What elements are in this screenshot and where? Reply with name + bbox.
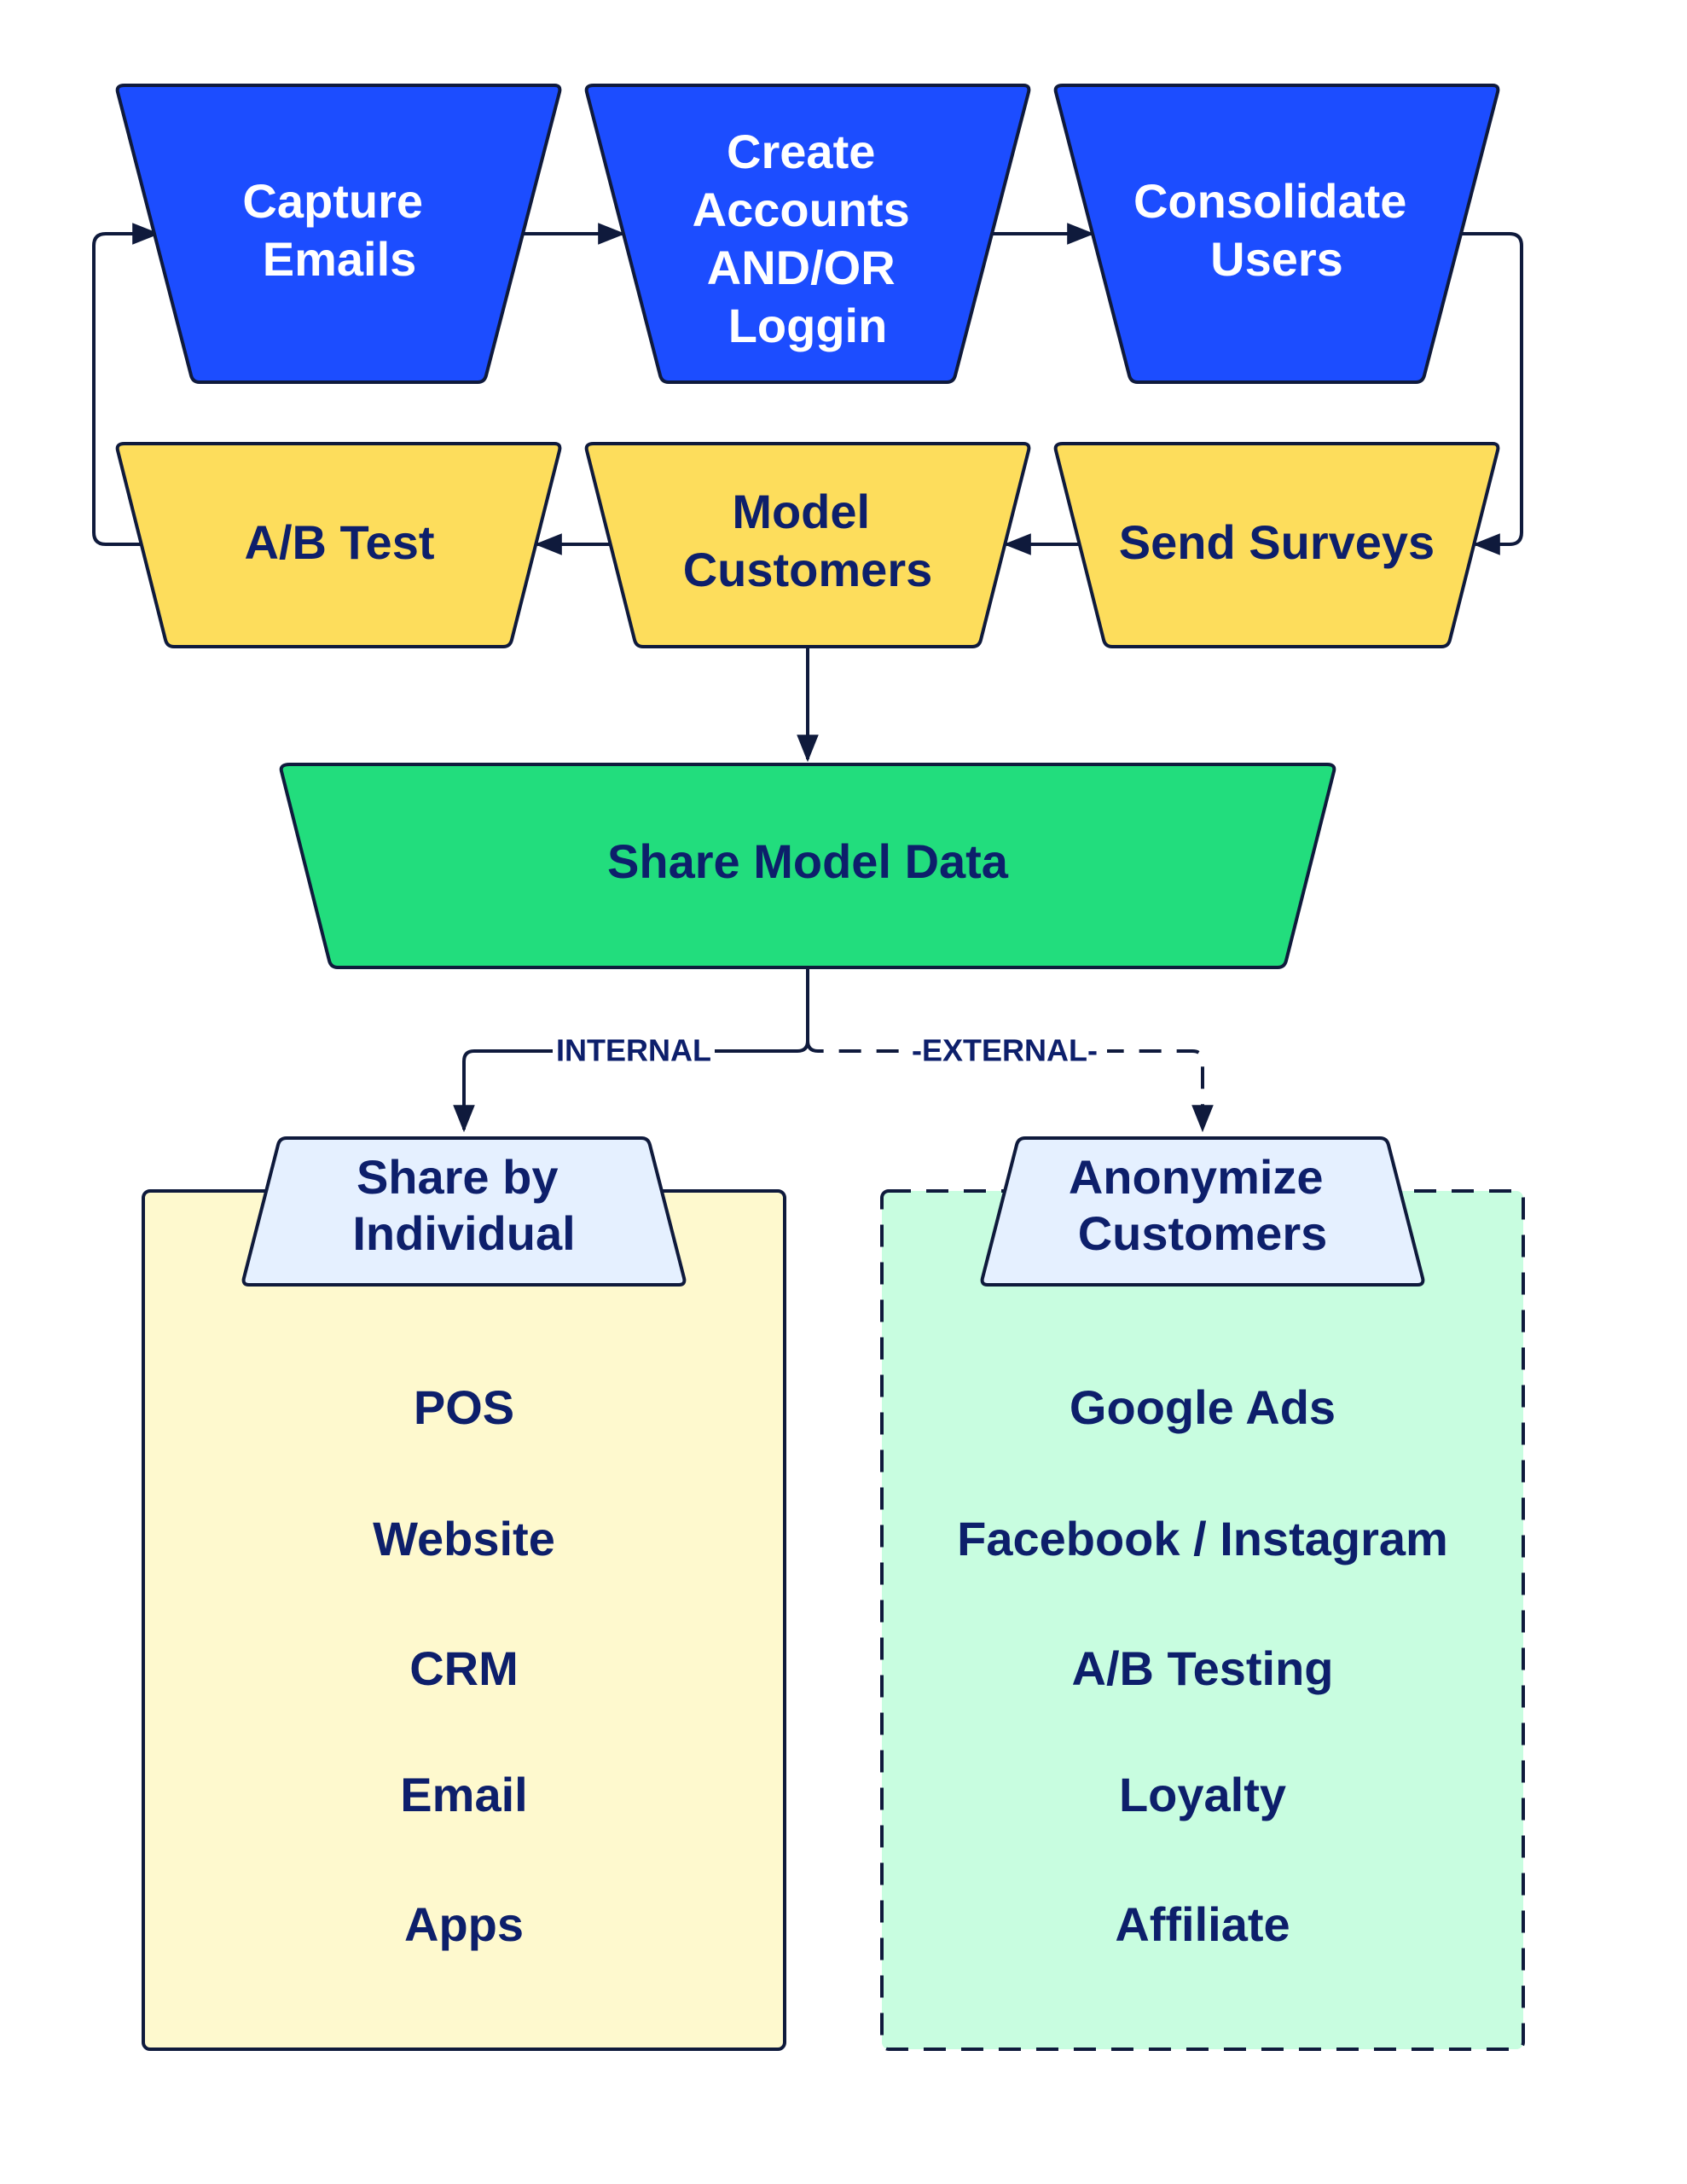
node-consolidate-users: Consolidate Users (1053, 84, 1500, 384)
node-share-by-individual: Share by Individual (241, 1136, 687, 1287)
node-send-surveys-label: Send Surveys (1119, 515, 1435, 569)
edge-abtest-to-capture (92, 223, 160, 546)
node-capture-emails-label: Capture Emails (242, 174, 436, 286)
node-model-customers-label: Model Customers (683, 485, 933, 596)
edge-external (806, 1040, 1214, 1133)
external-channel-list: Google Ads Facebook / Instagram A/B Test… (957, 1380, 1448, 1951)
internal-item-crm: CRM (409, 1641, 519, 1695)
internal-item-website: Website (373, 1512, 555, 1565)
internal-item-email: Email (400, 1768, 527, 1821)
internal-item-pos: POS (414, 1380, 514, 1434)
node-anonymize-customers: Anonymize Customers (980, 1136, 1425, 1287)
edge-consolidate-to-surveys (1460, 232, 1523, 555)
external-item-google-ads: Google Ads (1070, 1380, 1336, 1434)
node-consolidate-users-label: Consolidate Users (1133, 174, 1420, 286)
node-ab-test-label: A/B Test (245, 515, 435, 569)
node-send-surveys: Send Surveys (1053, 442, 1500, 648)
node-create-accounts-label: Create Accounts AND/OR Loggin (693, 125, 924, 352)
node-share-by-individual-label: Share by Individual (352, 1150, 575, 1260)
external-item-loyalty: Loyalty (1119, 1768, 1286, 1821)
node-share-model-data: Share Model Data (279, 763, 1336, 969)
node-capture-emails: Capture Emails (115, 84, 562, 384)
internal-channel-list: POS Website CRM Email Apps (373, 1380, 555, 1951)
external-item-facebook-instagram: Facebook / Instagram (957, 1512, 1448, 1565)
external-item-ab-testing: A/B Testing (1072, 1641, 1334, 1695)
internal-item-apps: Apps (404, 1897, 524, 1951)
edge-label-internal: INTERNAL (556, 1033, 711, 1068)
node-model-customers: Model Customers (584, 442, 1031, 648)
edge-label-external: -EXTERNAL- (912, 1033, 1098, 1068)
node-share-model-data-label: Share Model Data (607, 834, 1009, 888)
node-ab-test: A/B Test (115, 442, 562, 648)
node-anonymize-customers-label: Anonymize Customers (1069, 1150, 1336, 1260)
node-create-accounts: Create Accounts AND/OR Loggin (584, 84, 1031, 384)
external-item-affiliate: Affiliate (1115, 1897, 1290, 1951)
